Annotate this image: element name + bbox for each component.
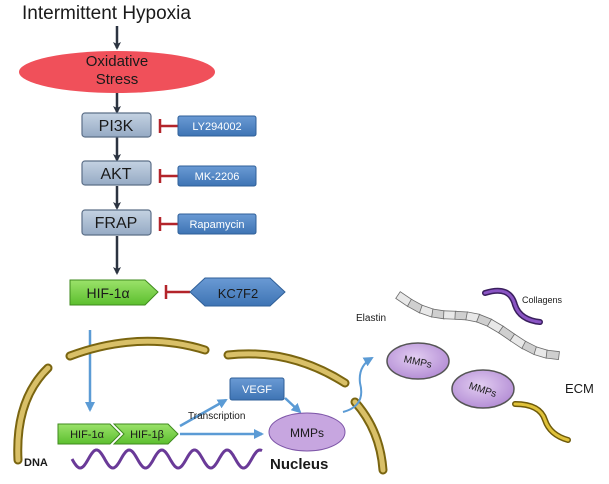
title-intermittent-hypoxia: Intermittent Hypoxia — [22, 3, 191, 24]
elastin-label: Elastin — [356, 313, 386, 324]
mk2206-label: MK-2206 — [195, 171, 240, 183]
dna-label: DNA — [24, 457, 48, 469]
oxidative-label-line2: Stress — [96, 71, 139, 88]
inhibit-rapa-line — [158, 217, 178, 231]
ly294002-box: LY294002 — [177, 115, 257, 137]
mmps-nucleus-node: MMPs — [268, 412, 346, 452]
elastin-fiber — [395, 291, 560, 361]
hif1a-node: HIF-1α — [69, 279, 159, 306]
collagen-fiber-gold — [512, 401, 571, 443]
hif1b-node: HIF-1β — [112, 423, 179, 445]
nucleus-label: Nucleus — [270, 456, 328, 473]
mmps-nucleus-label: MMPs — [290, 426, 324, 440]
vegf-label: VEGF — [242, 384, 272, 396]
nuclear-membrane — [13, 336, 388, 475]
arrow-mmps-to-ecm — [342, 357, 374, 413]
vegf-box: VEGF — [229, 377, 285, 401]
kc7f2-label: KC7F2 — [218, 286, 258, 301]
hif1a-inner-node: HIF-1α — [57, 423, 121, 445]
transcription-label: Transcription — [188, 411, 245, 422]
oxidative-label-line1: Oxidative — [86, 53, 149, 70]
inhibit-kc-line — [164, 285, 190, 299]
collagen-fiber-purple — [482, 287, 543, 325]
kc7f2-box: KC7F2 — [189, 277, 286, 307]
hif1b-label: HIF-1β — [130, 429, 164, 441]
mmps-ecm-node-1: MMPs — [386, 342, 450, 380]
collagens-label: Collagens — [522, 295, 563, 305]
ecm-label: ECM — [565, 381, 594, 396]
dna-helix — [70, 448, 263, 470]
elastin-segment — [443, 310, 457, 320]
mk2206-box: MK-2206 — [177, 165, 257, 187]
hif1a-inner-label: HIF-1α — [70, 429, 105, 441]
ly294002-label: LY294002 — [192, 121, 241, 133]
mmps-ecm-node-2: MMPs — [451, 369, 515, 409]
inhibit-mk-line — [158, 169, 178, 183]
pi3k-node: PI3K — [81, 112, 152, 138]
hif1a-label: HIF-1α — [86, 285, 129, 301]
rapamycin-box: Rapamycin — [177, 213, 257, 235]
elastin-segment — [545, 349, 560, 361]
arrow-vegf-to-mmps — [284, 397, 302, 414]
inhibit-ly-line — [158, 119, 178, 133]
frap-label: FRAP — [95, 215, 138, 232]
oxidative-stress-node: Oxidative Stress — [19, 51, 215, 93]
akt-label: AKT — [100, 166, 131, 183]
frap-node: FRAP — [81, 209, 152, 236]
arrow-to-vegf — [179, 398, 228, 428]
rapamycin-label: Rapamycin — [189, 219, 244, 231]
akt-node: AKT — [81, 160, 152, 186]
pi3k-label: PI3K — [99, 118, 134, 135]
